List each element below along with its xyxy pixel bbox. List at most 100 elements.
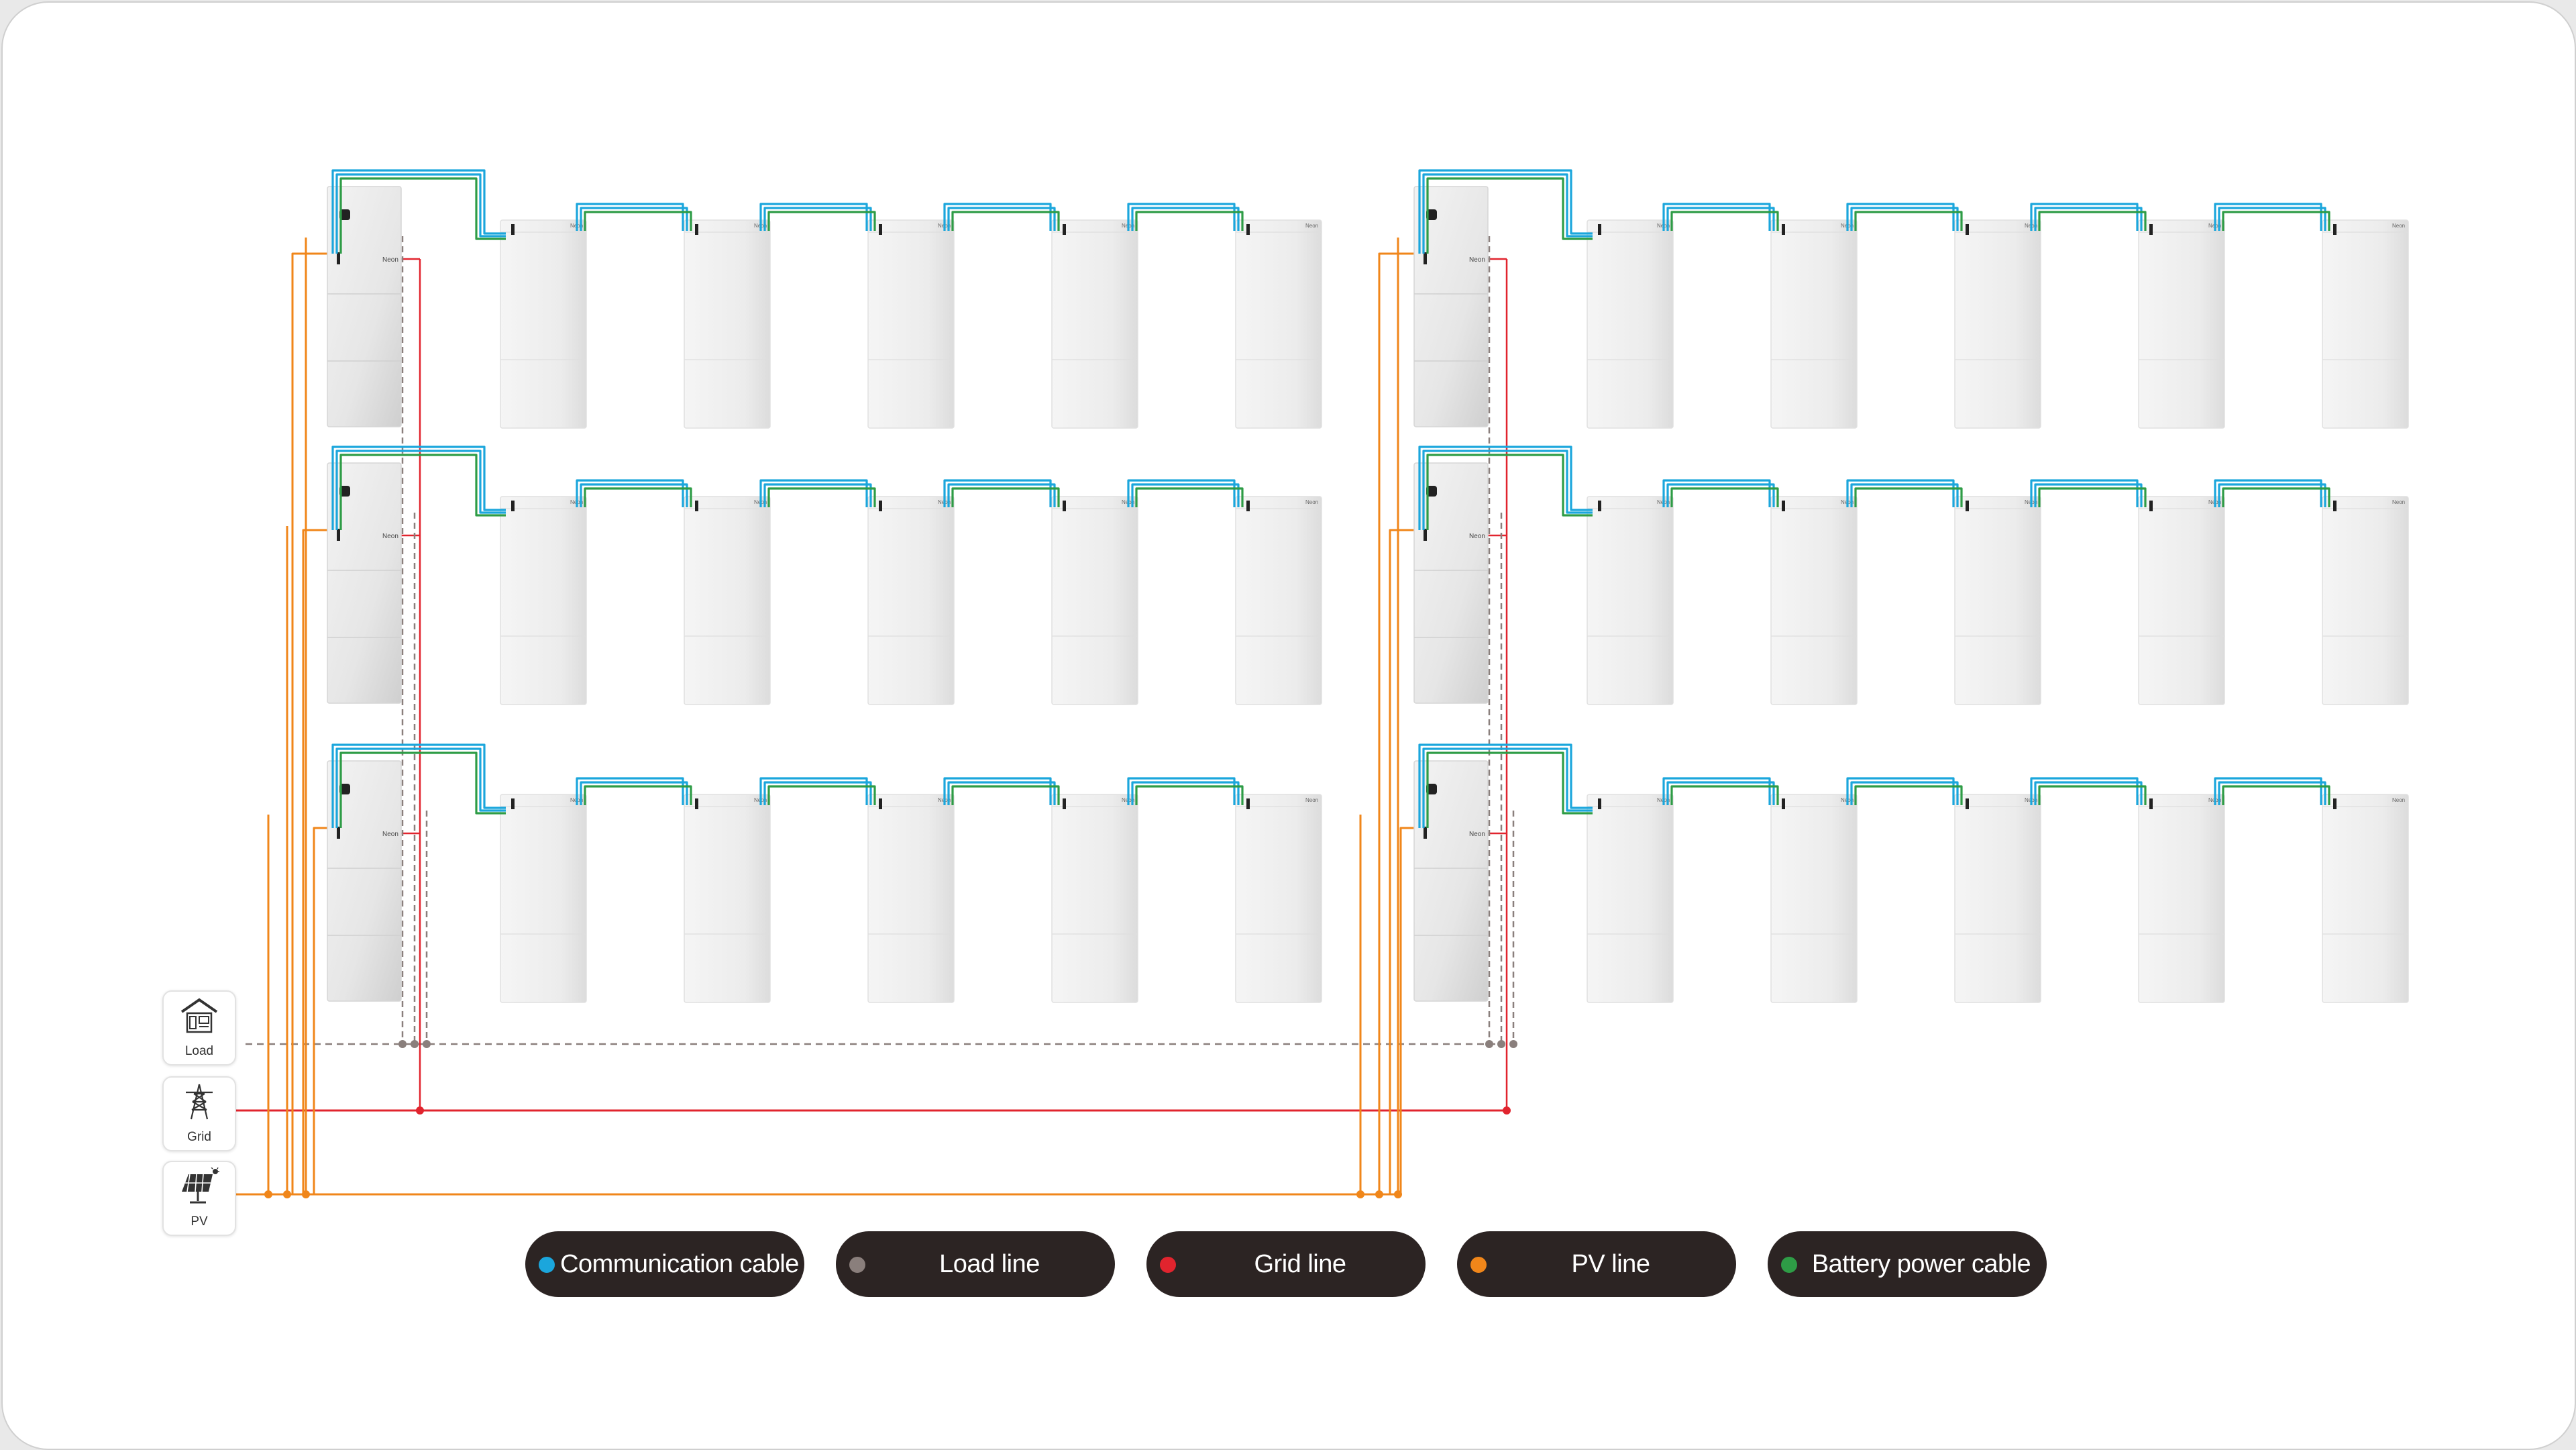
communication-cable [1666, 781, 1775, 805]
load-node [1509, 1040, 1517, 1048]
inverter-display-icon [339, 784, 350, 794]
inverter-indicator [1424, 529, 1427, 541]
battery-indicator [1246, 798, 1250, 809]
load-label: Load [184, 1044, 214, 1058]
battery-unit: Neon [1954, 496, 2041, 705]
battery-indicator [2333, 798, 2337, 809]
battery-unit: Neon [2322, 496, 2409, 705]
battery-indicator [1598, 501, 1601, 511]
brand-logo-text: Neon [382, 533, 398, 540]
communication-cable [2034, 781, 2143, 805]
communication-cable [576, 777, 684, 805]
communication-cable [759, 777, 868, 805]
inverter-body [327, 462, 402, 704]
inverter-display-icon [339, 209, 350, 220]
battery-power-cable [584, 487, 692, 507]
communication-cable [1127, 777, 1236, 805]
battery-unit: Neon [2322, 794, 2409, 1003]
battery-body [1954, 219, 2041, 429]
battery-unit: Neon [1235, 794, 1322, 1003]
communication-cable [759, 479, 868, 507]
battery-indicator [1246, 501, 1250, 511]
battery-indicator [879, 224, 882, 235]
battery-unit: Neon [500, 219, 587, 429]
battery-indicator [695, 798, 698, 809]
legend-load-line: Load line [836, 1231, 1115, 1297]
bus-lines [235, 238, 1507, 1196]
battery-body [684, 219, 771, 429]
battery-power-cable [1135, 487, 1244, 507]
battery-unit: Neon [2138, 496, 2225, 705]
pv-label: PV [191, 1214, 208, 1229]
battery-unit: Neon [1770, 496, 1858, 705]
battery-unit: Neon [684, 219, 771, 429]
communication-cable [335, 173, 506, 254]
battery-indicator [879, 501, 882, 511]
legend-pv-line: PV line [1457, 1231, 1736, 1297]
communication-cable [1422, 450, 1593, 530]
grid-label: Grid [187, 1130, 211, 1144]
battery-body [684, 794, 771, 1003]
communication-cable [763, 781, 872, 805]
battery-unit: Neon [684, 794, 771, 1003]
communication-cable [1846, 203, 1955, 231]
pv-line [302, 529, 337, 1194]
cable-routes [331, 169, 2330, 828]
battery-unit: Neon [1051, 496, 1138, 705]
communication-cable [2214, 203, 2322, 231]
battery-indicator [1063, 798, 1066, 809]
battery-indicator [1598, 798, 1601, 809]
inverter-indicator [337, 529, 340, 541]
battery-power-cable [767, 785, 876, 805]
communication-cable [1127, 203, 1236, 231]
legend-label: PV line [1571, 1250, 1650, 1278]
battery-indicator [1782, 224, 1785, 235]
battery-body [2138, 219, 2225, 429]
battery-body [1051, 794, 1138, 1003]
junction-nodes [264, 1040, 1517, 1198]
communication-cable [580, 483, 688, 507]
battery-indicator [2333, 501, 2337, 511]
battery-power-cable [2222, 785, 2330, 805]
battery-brand-text: Neon [2392, 797, 2405, 803]
battery-unit: Neon [867, 794, 955, 1003]
battery-unit: Neon [2138, 794, 2225, 1003]
battery-body [1051, 496, 1138, 705]
battery-power-cable [1426, 177, 1593, 254]
communication-cable [331, 169, 506, 254]
battery-unit: Neon [2138, 219, 2225, 429]
communication-cable [1846, 479, 1955, 507]
communication-cable [331, 743, 506, 828]
battery-indicator [879, 798, 882, 809]
battery-indicator [1782, 501, 1785, 511]
battery-power-cable [2222, 211, 2330, 231]
pv-node [1356, 1190, 1364, 1198]
battery-body [2138, 794, 2225, 1003]
battery-body [1235, 794, 1322, 1003]
brand-logo-text: Neon [1469, 256, 1485, 264]
battery-power-cable [2038, 487, 2147, 507]
communication-cable [763, 483, 872, 507]
communication-cable [943, 777, 1052, 805]
battery-unit: Neon [1954, 219, 2041, 429]
inverter-indicator [337, 827, 340, 839]
legend-battery-power-cable: Battery power cable [1768, 1231, 2047, 1297]
battery-power-cable [951, 211, 1060, 231]
communication-cable [763, 207, 872, 231]
battery-body [1235, 219, 1322, 429]
battery-unit: Neon [1587, 794, 1674, 1003]
inverter-unit: Neon [327, 186, 402, 427]
battery-unit: Neon [867, 496, 955, 705]
battery-body [2138, 496, 2225, 705]
battery-body [867, 219, 955, 429]
battery-power-cable [1670, 785, 1779, 805]
battery-indicator [511, 224, 515, 235]
communication-cable [2218, 483, 2326, 507]
communication-cable [580, 781, 688, 805]
battery-body [684, 496, 771, 705]
battery-indicator [1063, 224, 1066, 235]
communication-cable [335, 450, 506, 530]
battery-power-cable [584, 211, 692, 231]
communication-cable [2030, 777, 2139, 805]
